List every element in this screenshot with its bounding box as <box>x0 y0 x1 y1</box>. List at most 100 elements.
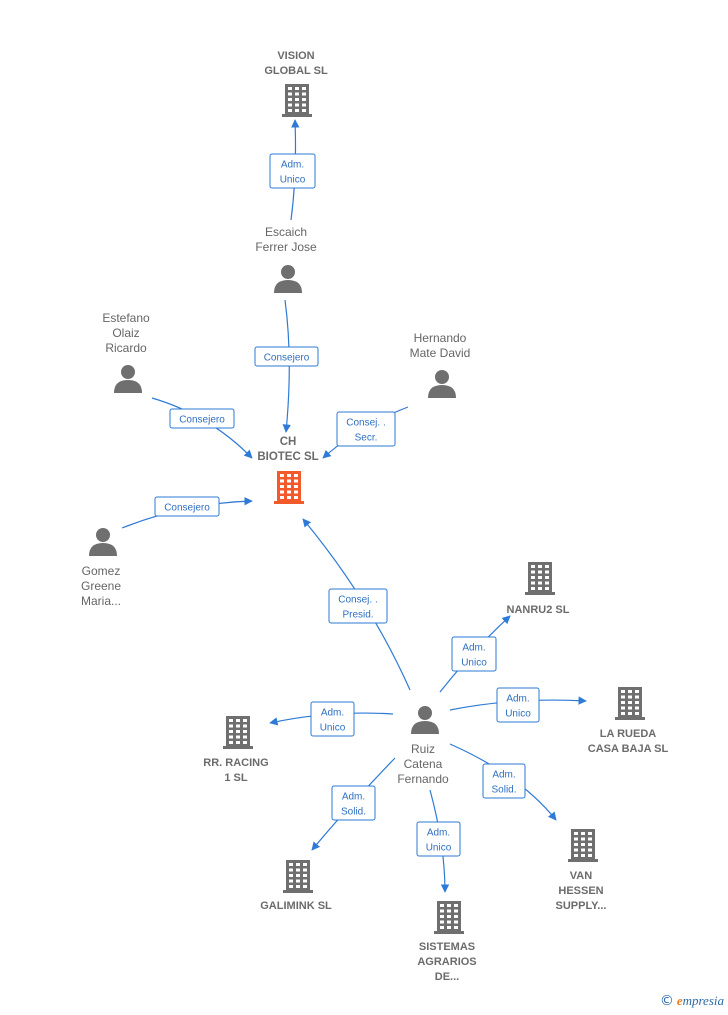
edge-label-text: Adm. <box>342 792 365 803</box>
person-icon <box>274 265 302 293</box>
edge-label-text: Unico <box>320 723 346 734</box>
edge-label-text: Secr. <box>355 433 378 444</box>
edge-label-text: Unico <box>505 709 531 720</box>
building-icon <box>434 901 464 934</box>
edge-label-text: Unico <box>461 658 487 669</box>
node-label: DE... <box>435 971 459 983</box>
edge-label-text: Presid. <box>342 610 373 621</box>
building-icon <box>525 562 555 595</box>
node-label: NANRU2 SL <box>507 604 570 616</box>
edge-label[interactable]: Adm. Unico <box>451 636 497 672</box>
node-label: Ferrer Jose <box>255 240 317 254</box>
node-label: Ruiz <box>411 742 435 756</box>
building-icon <box>568 829 598 862</box>
node-label: 1 SL <box>224 772 248 784</box>
edge-label-text: Adm. <box>321 708 344 719</box>
edge-label-box <box>269 153 316 189</box>
person-icon <box>114 365 142 393</box>
building-icon <box>282 84 312 117</box>
empresia-logo: ©empresia <box>659 993 724 1009</box>
edge-label-text: Solid. <box>491 785 516 796</box>
edge-escaich-to-ch: Consejero <box>254 299 319 433</box>
edge-label-box <box>496 687 540 723</box>
node-label: GLOBAL SL <box>264 65 328 77</box>
node-label: CH <box>280 436 297 448</box>
node-label: Fernando <box>397 772 449 786</box>
node-label: Mate David <box>410 346 471 360</box>
node-label: CASA BAJA SL <box>588 743 669 755</box>
node-larueda[interactable]: LA RUEDA CASA BAJA SL <box>588 687 669 755</box>
node-label: SISTEMAS <box>419 941 475 953</box>
edge-label-text: Consejero <box>164 503 210 514</box>
node-label: Catena <box>404 757 443 771</box>
edge-label[interactable]: Consejero <box>169 408 235 429</box>
edge-ruiz-to-nanru2: Adm. Unico <box>439 615 511 693</box>
node-label: SUPPLY... <box>556 900 607 912</box>
edge-gomez-to-ch: Consejero <box>121 496 253 529</box>
edge-label-box <box>416 821 461 857</box>
copyright-icon: © <box>659 993 674 1009</box>
node-label: LA RUEDA <box>600 728 656 740</box>
node-nanru2[interactable]: NANRU2 SL <box>507 562 570 616</box>
node-label: BIOTEC SL <box>257 451 318 463</box>
edge-ruiz-to-sistemas: Adm.Unico <box>416 789 461 893</box>
edge-label[interactable]: Adm.Unico <box>416 821 461 857</box>
node-label: Ricardo <box>105 341 147 355</box>
edge-ruiz-to-vanhessen: Adm. Solid. <box>449 743 557 821</box>
node-ch[interactable]: CH BIOTEC SL <box>257 436 319 504</box>
node-vanhessen[interactable]: VANHESSENSUPPLY... <box>556 829 607 912</box>
edge-label-box <box>310 701 355 737</box>
node-label: VISION <box>277 50 314 62</box>
edge-label-text: Consejero <box>179 415 225 426</box>
edge-label-text: Unico <box>280 175 306 186</box>
edge-label-text: Solid. <box>341 807 366 818</box>
edge-label[interactable]: Consejero <box>154 496 220 517</box>
edge-label-text: Adm. <box>492 770 515 781</box>
edge-ruiz-to-ch: Consej. . Presid. <box>302 518 411 691</box>
edge-label-box <box>331 785 376 821</box>
building-icon <box>283 860 313 893</box>
edge-label[interactable]: Adm. Unico <box>310 701 355 737</box>
edge-label[interactable]: Consejero <box>254 346 319 367</box>
node-vision[interactable]: VISION GLOBAL SL <box>264 50 328 117</box>
node-label: GALIMINK SL <box>260 900 332 912</box>
node-label: Hernando <box>414 331 467 345</box>
edge-label[interactable]: Adm. Solid. <box>482 763 526 799</box>
edge-label-box <box>336 411 396 447</box>
edge-escaich-to-vision: Adm.Unico <box>269 119 316 221</box>
edge-label-text: Consej. . <box>346 418 385 429</box>
edge-label-text: Consej. . <box>338 595 377 606</box>
edge-ruiz-to-galimink: Adm. Solid. <box>311 757 396 851</box>
edge-label-text: Consejero <box>264 353 310 364</box>
edge-label-text: Adm. <box>506 694 529 705</box>
node-label: VAN <box>570 870 592 882</box>
node-gomez[interactable]: GomezGreeneMaria... <box>81 528 121 608</box>
edge-label[interactable]: Adm. Unico <box>496 687 540 723</box>
node-label: Escaich <box>265 225 307 239</box>
edge-label-text: Adm. <box>462 643 485 654</box>
edge-ruiz-to-rracing: Adm. Unico <box>269 701 394 737</box>
edge-label[interactable]: Consej. . Secr. <box>336 411 396 447</box>
node-galimink[interactable]: GALIMINK SL <box>260 860 332 912</box>
building-icon <box>223 716 253 749</box>
node-label: Greene <box>81 579 121 593</box>
node-label: AGRARIOS <box>417 956 476 968</box>
node-label: Olaiz <box>112 326 139 340</box>
edge-label-text: Adm. <box>427 828 450 839</box>
node-label: Gomez <box>82 564 121 578</box>
node-label: Maria... <box>81 594 121 608</box>
edge-label[interactable]: Adm. Solid. <box>331 785 376 821</box>
edge-label-box <box>328 588 388 624</box>
edge-label-box <box>482 763 526 799</box>
node-sistemas[interactable]: SISTEMAS AGRARIOS DE... <box>417 901 477 983</box>
edge-label[interactable]: Consej. . Presid. <box>328 588 388 624</box>
node-label: Estefano <box>102 311 150 325</box>
person-icon <box>89 528 117 556</box>
edge-label[interactable]: Adm.Unico <box>269 153 316 189</box>
